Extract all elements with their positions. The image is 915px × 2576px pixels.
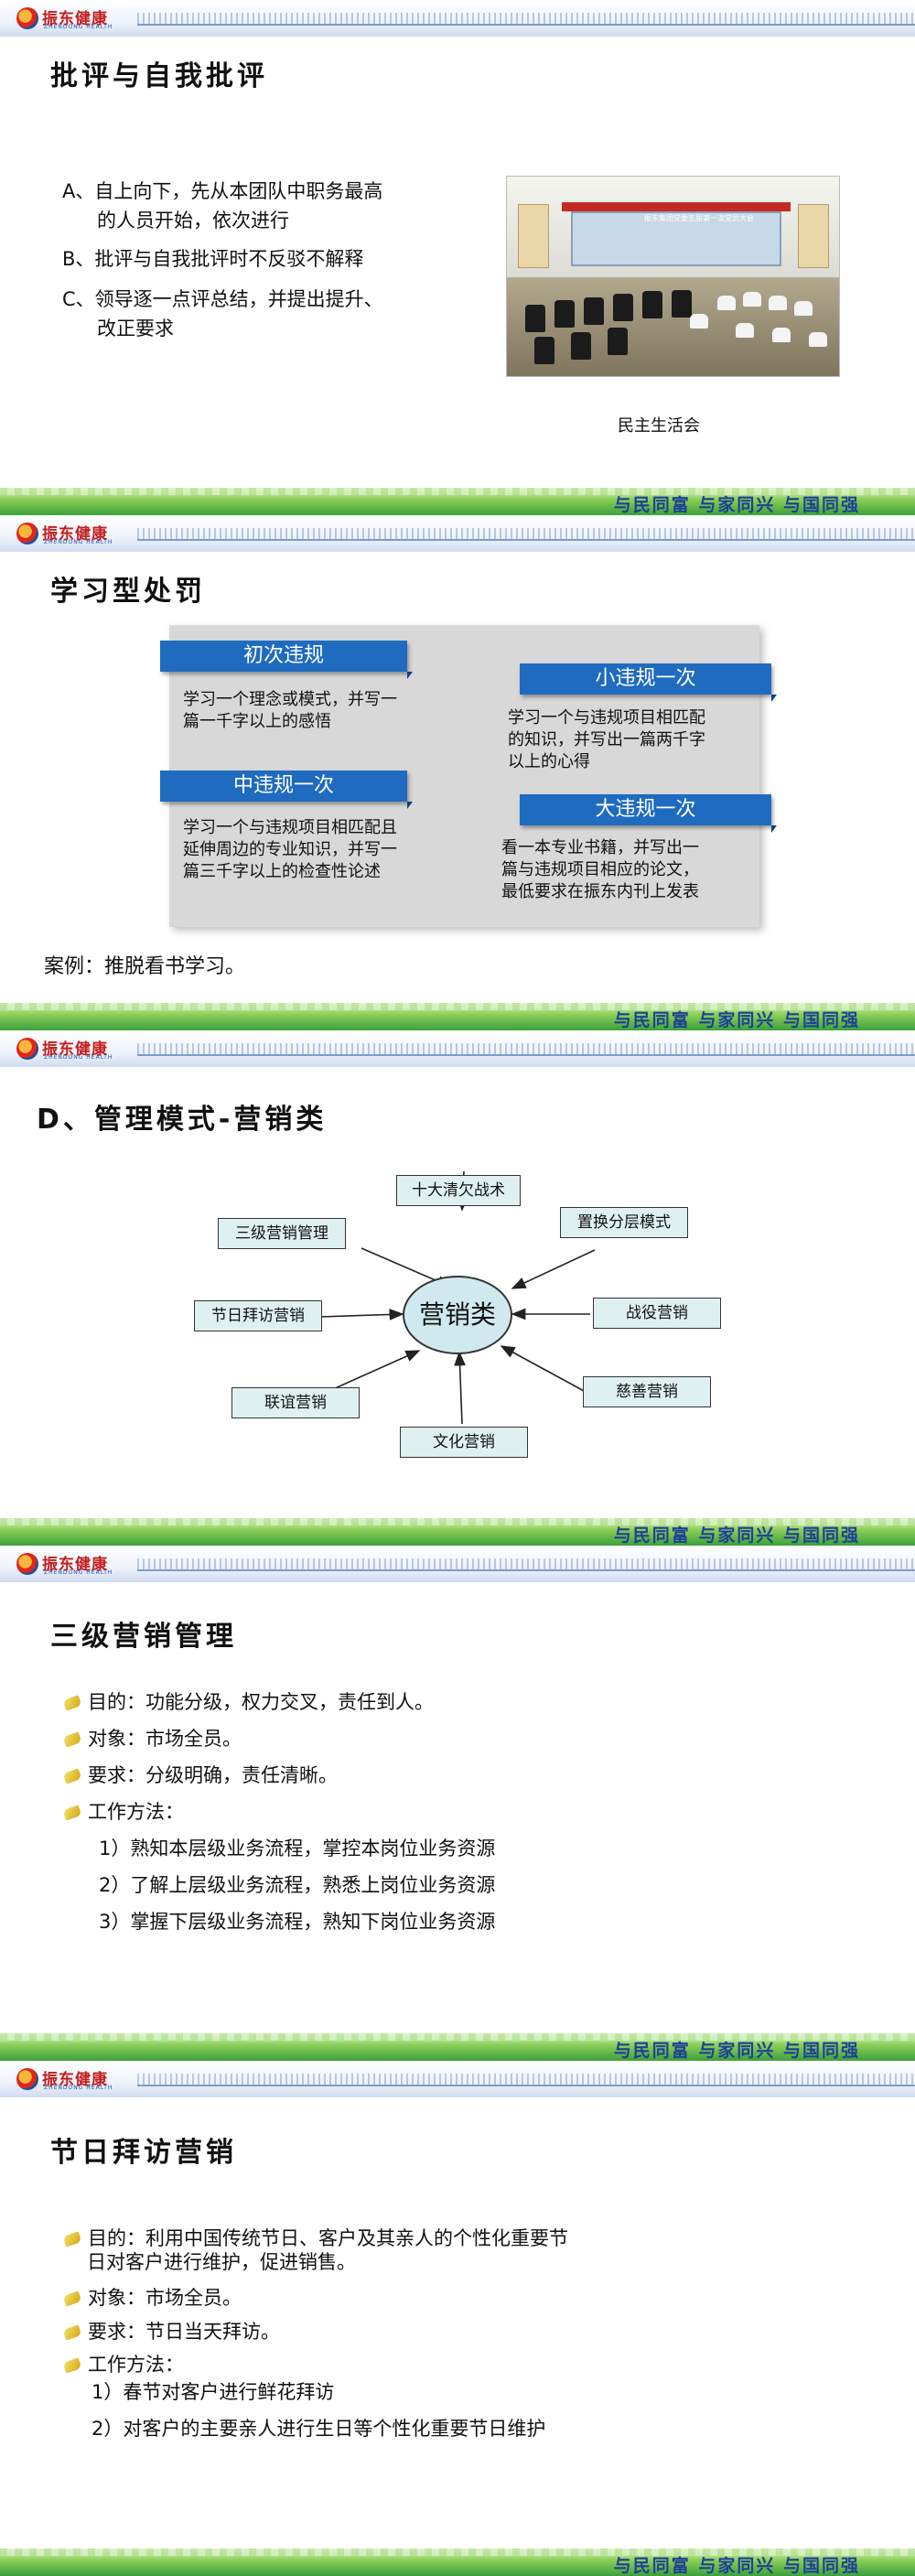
text-minor-violation-2: 的知识，并写出一篇两千字 bbox=[508, 730, 705, 749]
text-medium-violation-1: 学习一个与违规项目相匹配且 bbox=[183, 818, 397, 837]
slogan: 与民同富 与家同兴 与国同强 bbox=[613, 495, 860, 515]
node-replacement-tier-model: 置换分层模式 bbox=[560, 1207, 688, 1238]
text-first-violation-1: 学习一个理念或模式，并写一 bbox=[183, 690, 397, 709]
slogan: 与民同富 与家同兴 与国同强 bbox=[613, 2556, 860, 2576]
footer-bar: 与民同富 与家同兴 与国同强 bbox=[0, 488, 915, 515]
text-minor-violation-3: 以上的心得 bbox=[508, 752, 590, 771]
step-3: 3）掌握下层级业务流程，熟知下岗位业务资源 bbox=[99, 1911, 496, 1933]
bullet-purpose: 目的：利用中国传统节日、客户及其亲人的个性化重要节 bbox=[62, 2224, 568, 2251]
center-node-marketing: 营销类 bbox=[403, 1276, 512, 1354]
node-campaign-marketing: 战役营销 bbox=[593, 1298, 721, 1329]
bullet-requirement: 要求：分级明确，责任清晰。 bbox=[62, 1761, 338, 1788]
bullet-purpose: 目的：功能分级，权力交叉，责任到人。 bbox=[62, 1687, 434, 1715]
footer-bar: 与民同富 与家同兴 与国同强 bbox=[0, 2033, 915, 2061]
logo-icon bbox=[16, 7, 38, 29]
item-c-line2: 改正要求 bbox=[97, 318, 174, 340]
node-three-level-management: 三级营销管理 bbox=[218, 1218, 346, 1249]
text-medium-violation-3: 篇三千字以上的检查性论述 bbox=[183, 862, 381, 881]
bullet-icon bbox=[62, 1695, 82, 1711]
bullet-icon bbox=[62, 1768, 82, 1784]
slogan: 与民同富 与家同兴 与国同强 bbox=[613, 2041, 860, 2061]
meeting-photo: 振东集团党委五届第一次党员大会 bbox=[506, 176, 840, 377]
step-1: 1）熟知本层级业务流程，掌控本岗位业务资源 bbox=[99, 1838, 496, 1859]
item-c-line1: C、领导逐一点评总结，并提出提升、 bbox=[62, 288, 383, 310]
photo-banner-text: 振东集团党委五届第一次党员大会 bbox=[644, 214, 754, 222]
item-b: B、批评与自我批评时不反驳不解释 bbox=[62, 248, 364, 270]
slide-title: 批评与自我批评 bbox=[50, 60, 268, 92]
text-minor-violation-1: 学习一个与违规项目相匹配 bbox=[508, 708, 705, 728]
bullet-icon bbox=[62, 2357, 82, 2374]
bullet-icon bbox=[62, 1805, 82, 1821]
text-first-violation-2: 篇一千字以上的感悟 bbox=[183, 712, 331, 731]
node-charity-marketing: 慈善营销 bbox=[583, 1376, 711, 1407]
logo-icon bbox=[16, 2068, 38, 2090]
bullet-target: 对象：市场全员。 bbox=[62, 2283, 242, 2311]
bullet-icon bbox=[62, 2290, 82, 2307]
node-holiday-visit-marketing: 节日拜访营销 bbox=[194, 1300, 322, 1331]
footer-bar: 与民同富 与家同兴 与国同强 bbox=[0, 1518, 915, 1546]
footer-bar: 与民同富 与家同兴 与国同强 bbox=[0, 1003, 915, 1030]
tag-first-violation: 初次违规 bbox=[160, 641, 413, 679]
step-2: 2）对客户的主要亲人进行生日等个性化重要节日维护 bbox=[92, 2418, 546, 2440]
text-medium-violation-2: 延伸周边的专业知识，并写一 bbox=[183, 840, 397, 859]
text-major-violation-1: 看一本专业书籍，并写出一 bbox=[501, 838, 699, 857]
photo-caption: 民主生活会 bbox=[618, 416, 700, 436]
tag-major-violation: 大违规一次 bbox=[520, 794, 777, 833]
slide-title: 三级营销管理 bbox=[50, 1621, 237, 1653]
step-2: 2）了解上层级业务流程，熟悉上岗位业务资源 bbox=[99, 1874, 496, 1896]
bullet-icon bbox=[62, 2324, 82, 2341]
tag-minor-violation: 小违规一次 bbox=[520, 663, 777, 702]
text-major-violation-3: 最低要求在振东内刊上发表 bbox=[501, 882, 699, 901]
node-ten-collection-tactics: 十大清欠战术 bbox=[396, 1175, 521, 1206]
bullet-purpose-cont: 日对客户进行维护，促进销售。 bbox=[87, 2251, 356, 2273]
node-culture-marketing: 文化营销 bbox=[400, 1427, 528, 1458]
text-major-violation-2: 篇与违规项目相应的论文， bbox=[501, 860, 699, 879]
logo-icon bbox=[16, 1038, 38, 1060]
case-text: 案例：推脱看书学习。 bbox=[44, 955, 246, 978]
bullet-method: 工作方法： bbox=[62, 1797, 184, 1825]
slide-title: D、管理模式-营销类 bbox=[37, 1104, 328, 1136]
slogan: 与民同富 与家同兴 与国同强 bbox=[613, 1525, 860, 1546]
slogan: 与民同富 与家同兴 与国同强 bbox=[613, 1010, 860, 1030]
bullet-requirement: 要求：节日当天拜访。 bbox=[62, 2317, 280, 2344]
bullet-target: 对象：市场全员。 bbox=[62, 1724, 242, 1751]
bullet-icon bbox=[62, 1731, 82, 1748]
node-fellowship-marketing: 联谊营销 bbox=[231, 1387, 360, 1418]
bullet-method: 工作方法： bbox=[62, 2350, 184, 2377]
logo-icon bbox=[16, 523, 38, 544]
slide-title: 学习型处罚 bbox=[50, 576, 206, 608]
slide-title: 节日拜访营销 bbox=[50, 2137, 237, 2169]
step-1: 1）春节对客户进行鲜花拜访 bbox=[92, 2381, 335, 2403]
footer-bar: 与民同富 与家同兴 与国同强 bbox=[0, 2549, 915, 2576]
item-a-line2: 的人员开始，依次进行 bbox=[97, 210, 289, 232]
logo-icon bbox=[16, 1553, 38, 1575]
tag-medium-violation: 中违规一次 bbox=[160, 771, 413, 809]
item-a-line1: A、自上向下，先从本团队中职务最高 bbox=[62, 180, 383, 202]
bullet-icon bbox=[62, 2231, 82, 2247]
